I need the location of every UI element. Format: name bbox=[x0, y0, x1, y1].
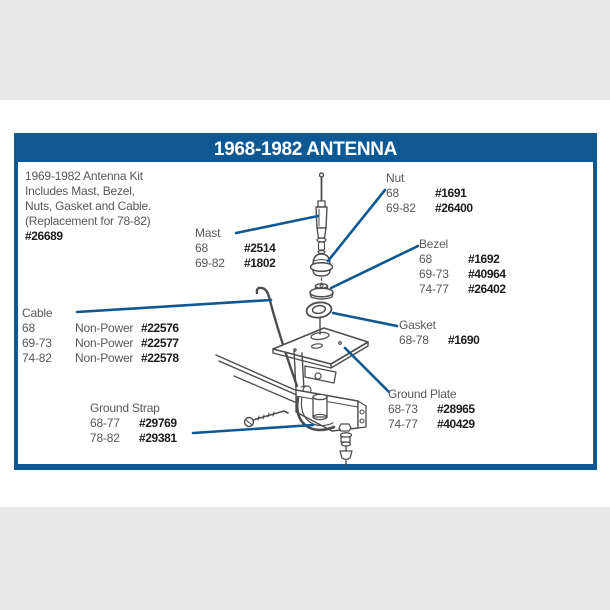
intro-text: 1969-1982 Antenna Kit Includes Mast, Bez… bbox=[25, 169, 151, 244]
mast-label: Mast 68 #2514 69-82 #1802 bbox=[195, 226, 276, 271]
bezel-label: Bezel 68 #1692 69-73 #40964 74-77 #26402 bbox=[419, 237, 506, 297]
intro-line: 1969-1982 Antenna Kit bbox=[25, 169, 143, 183]
part-row: 69-73 #40964 bbox=[419, 267, 506, 282]
part-row: 74-82 Non-Power #22578 bbox=[22, 351, 179, 366]
page-title: 1968-1982 ANTENNA bbox=[213, 138, 398, 160]
year-range: 68 bbox=[22, 321, 35, 335]
antenna-mast-drawing bbox=[315, 172, 328, 255]
part-row: 68 #2514 bbox=[195, 241, 276, 256]
part-row: 68 #1691 bbox=[386, 186, 473, 201]
part-name: Cable bbox=[22, 306, 53, 320]
part-name: Bezel bbox=[419, 237, 449, 251]
year-range: 68-78 bbox=[399, 333, 429, 347]
cable-type: Non-Power bbox=[75, 321, 134, 335]
year-range: 68 bbox=[419, 252, 432, 266]
ground-plate-label: Ground Plate 68-73 #28965 74-77 #40429 bbox=[388, 387, 475, 432]
year-range: 69-82 bbox=[386, 201, 416, 215]
intro-line: Includes Mast, Bezel, bbox=[25, 184, 135, 198]
leader-line-cable bbox=[75, 298, 273, 314]
part-row: 69-82 #1802 bbox=[195, 256, 276, 271]
intro-line: Nuts, Gasket and Cable. bbox=[25, 199, 152, 213]
part-number: #28965 bbox=[437, 402, 475, 416]
year-range: 68-77 bbox=[90, 416, 120, 430]
part-number: #29381 bbox=[139, 431, 177, 445]
cable-drawing bbox=[255, 286, 299, 388]
header-bar: 1968-1982 ANTENNA bbox=[18, 137, 593, 162]
part-number: #22577 bbox=[141, 336, 179, 350]
part-row: 74-77 #40429 bbox=[388, 417, 475, 432]
body-rails-drawing bbox=[215, 354, 307, 404]
part-number: #1690 bbox=[448, 333, 480, 347]
gasket-label: Gasket 68-78 #1690 bbox=[399, 318, 480, 348]
part-number: #1691 bbox=[435, 186, 467, 200]
part-row: 68-77 #29769 bbox=[90, 416, 177, 431]
part-number: #22576 bbox=[141, 321, 179, 335]
year-range: 78-82 bbox=[90, 431, 120, 445]
part-row: 68-78 #1690 bbox=[399, 333, 480, 348]
year-range: 68-73 bbox=[388, 402, 418, 416]
leader-line-ground-strap bbox=[191, 423, 315, 435]
catalog-box: 1968-1982 ANTENNA bbox=[14, 133, 597, 470]
year-range: 74-82 bbox=[22, 351, 52, 365]
leader-line-bezel bbox=[329, 244, 420, 290]
part-number: #29769 bbox=[139, 416, 177, 430]
part-row: 78-82 #29381 bbox=[90, 431, 177, 446]
gasket-drawing bbox=[305, 301, 333, 319]
part-number: #1692 bbox=[468, 252, 500, 266]
intro-line: (Replacement for 78-82) bbox=[25, 214, 151, 228]
part-number: #1802 bbox=[244, 256, 276, 270]
part-number: #40964 bbox=[468, 267, 506, 281]
part-number: #2514 bbox=[244, 241, 276, 255]
part-row: 68 #1692 bbox=[419, 252, 506, 267]
part-number: #26400 bbox=[435, 201, 473, 215]
year-range: 68 bbox=[386, 186, 399, 200]
year-range: 68 bbox=[195, 241, 208, 255]
leader-line-mast bbox=[234, 214, 320, 235]
leader-line-gasket bbox=[331, 311, 399, 328]
part-number: #26402 bbox=[468, 282, 506, 296]
year-range: 74-77 bbox=[388, 417, 418, 431]
part-row: 68-73 #28965 bbox=[388, 402, 475, 417]
part-row: 69-82 #26400 bbox=[386, 201, 473, 216]
year-range: 69-82 bbox=[195, 256, 225, 270]
nut-label: Nut 68 #1691 69-82 #26400 bbox=[386, 171, 473, 216]
leader-line-nut bbox=[326, 188, 387, 263]
part-name: Nut bbox=[386, 171, 405, 185]
leader-line-ground-plate bbox=[343, 346, 391, 394]
part-name: Ground Plate bbox=[388, 387, 457, 401]
cable-type: Non-Power bbox=[75, 336, 134, 350]
year-range: 69-73 bbox=[22, 336, 52, 350]
year-range: 74-77 bbox=[419, 282, 449, 296]
part-name: Gasket bbox=[399, 318, 436, 332]
part-row: 74-77 #26402 bbox=[419, 282, 506, 297]
nut-drawing bbox=[309, 253, 334, 277]
bolt-stack-drawing bbox=[338, 423, 353, 466]
cable-label: Cable 68 Non-Power #22576 69-73 Non-Powe… bbox=[22, 306, 179, 366]
ground-strap-label: Ground Strap 68-77 #29769 78-82 #29381 bbox=[90, 401, 177, 446]
part-name: Mast bbox=[195, 226, 221, 240]
part-row: 68 Non-Power #22576 bbox=[22, 321, 179, 336]
bracket-assembly-drawing bbox=[243, 349, 367, 466]
part-row: 69-73 Non-Power #22577 bbox=[22, 336, 179, 351]
part-number: #40429 bbox=[437, 417, 475, 431]
bezel-drawing bbox=[309, 283, 334, 300]
screw-drawing bbox=[243, 410, 289, 428]
part-number: #22578 bbox=[141, 351, 179, 365]
year-range: 69-73 bbox=[419, 267, 449, 281]
cable-type: Non-Power bbox=[75, 351, 134, 365]
part-name: Ground Strap bbox=[90, 401, 160, 415]
intro-part-number: #26689 bbox=[25, 229, 63, 243]
